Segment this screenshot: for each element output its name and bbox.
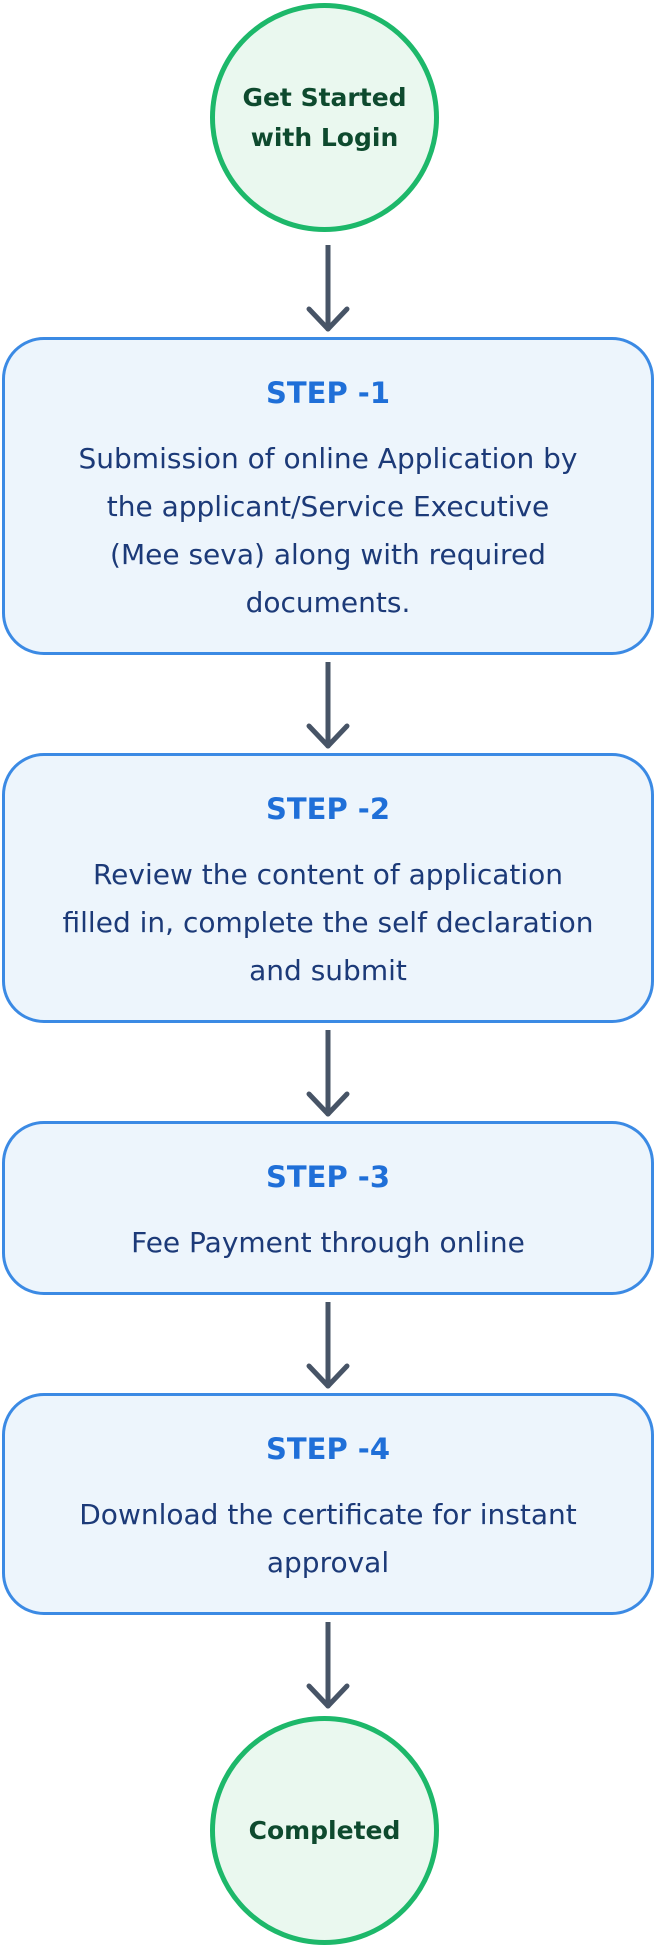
step-description: Fee Payment through online: [131, 1226, 525, 1259]
step-box-2: STEP -2 Review the content of applicatio…: [2, 753, 654, 1023]
step-box-3: STEP -3 Fee Payment through online: [2, 1121, 654, 1295]
flow-arrow: [303, 245, 353, 333]
arrow-down-icon: [306, 662, 350, 749]
arrow-down-icon: [306, 1622, 350, 1709]
arrow-down-icon: [306, 1302, 350, 1389]
step-title: STEP -4: [265, 1432, 391, 1466]
step-title: STEP -1: [265, 376, 391, 410]
start-node: Get Started with Login: [210, 3, 439, 232]
end-node: Completed: [210, 1716, 439, 1945]
flow-arrow: [303, 1302, 353, 1390]
arrow-down-icon: [306, 1030, 350, 1117]
step-box-4: STEP -4 Download the certificate for ins…: [2, 1393, 654, 1615]
end-label: Completed: [248, 1815, 401, 1845]
step-description: Submission of online Application by the …: [78, 442, 578, 619]
step-title: STEP -2: [265, 792, 391, 826]
start-label: Get Started with Login: [242, 82, 407, 152]
step-description: Download the certificate for instant app…: [79, 1498, 577, 1579]
flow-arrow: [303, 662, 353, 750]
step-title: STEP -3: [265, 1160, 391, 1194]
step-description: Review the content of application filled…: [62, 858, 594, 987]
flow-arrow: [303, 1622, 353, 1710]
arrow-down-icon: [306, 245, 350, 332]
flow-arrow: [303, 1030, 353, 1118]
step-box-1: STEP -1 Submission of online Application…: [2, 337, 654, 655]
